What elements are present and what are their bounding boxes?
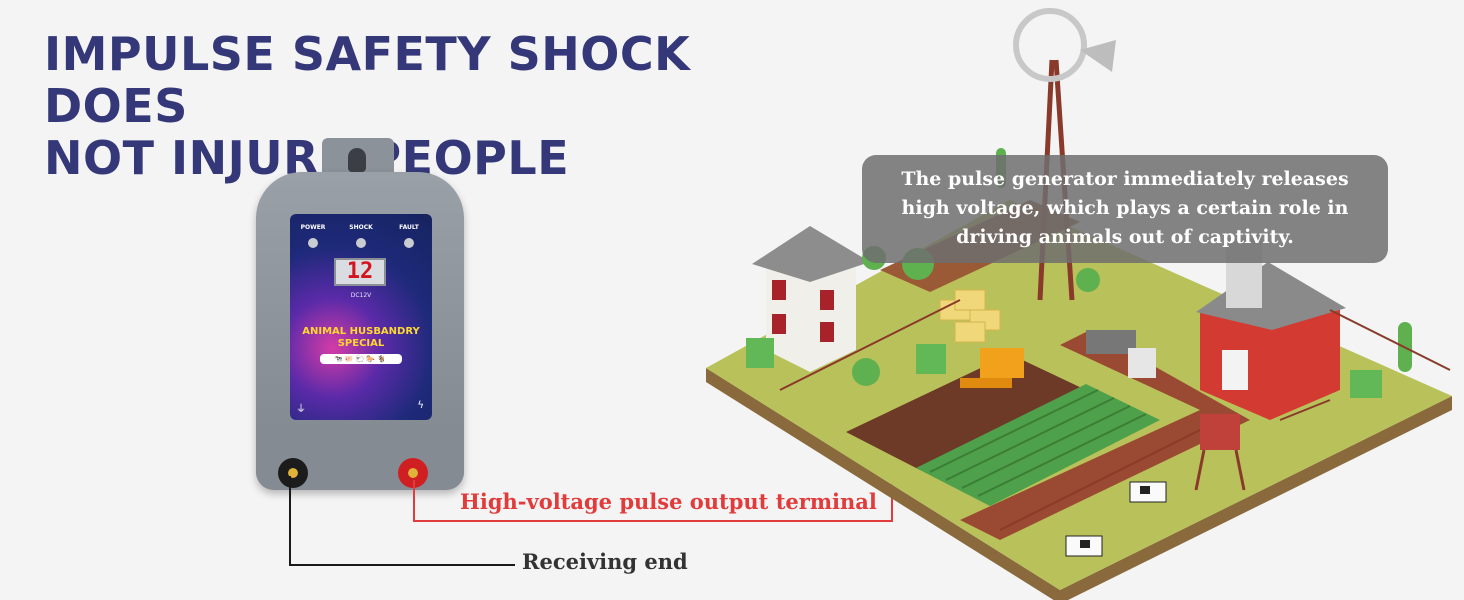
truck-icon: [1086, 330, 1156, 378]
hay-bales-icon: [939, 289, 1001, 343]
receiving-terminal: [278, 458, 308, 488]
crop-rows: [929, 389, 1147, 497]
barn-icon: [1196, 262, 1346, 420]
brand-label: ANIMAL HUSBANDRY SPECIAL: [290, 326, 432, 350]
animal-silhouettes-icon: 🐄🐖🐑🐎🐐: [320, 354, 402, 364]
brand-line-2: SPECIAL: [337, 338, 385, 349]
power-led: [308, 238, 318, 248]
led-label-fault: FAULT: [399, 224, 419, 231]
water-tower-icon: [1194, 414, 1246, 491]
headline-line-1: IMPULSE SAFETY SHOCK DOES: [44, 27, 691, 133]
ground-icon: ⏚: [296, 404, 306, 415]
output-leader-line-left: [413, 480, 415, 522]
fence-energizer-device: POWER SHOCK FAULT 12 DC12V ANIMAL HUSBAN…: [256, 138, 464, 498]
green-field: [916, 384, 1160, 506]
farm-illustration: [706, 8, 1452, 600]
digital-display: 12: [334, 258, 386, 286]
receiving-leader-line-vertical: [289, 476, 291, 566]
front-panel: POWER SHOCK FAULT 12 DC12V ANIMAL HUSBAN…: [290, 214, 432, 420]
voltage-label: DC12V: [350, 292, 372, 299]
led-label-shock: SHOCK: [349, 224, 373, 231]
fence-icon: [779, 299, 1451, 531]
cow-icon: [1065, 481, 1167, 557]
mount-hole: [348, 148, 366, 172]
brand-line-1: ANIMAL HUSBANDRY: [302, 326, 420, 337]
receiving-leader-line-horizontal: [289, 564, 515, 566]
harvester-icon: [960, 348, 1024, 388]
shock-led: [356, 238, 366, 248]
output-leader-line-horizontal: [413, 520, 893, 522]
plowed-field: [846, 354, 1086, 470]
headline: IMPULSE SAFETY SHOCK DOES NOT INJURE PEO…: [44, 28, 824, 184]
receiving-end-label: Receiving end: [522, 549, 688, 574]
farm-road-2: [960, 330, 1250, 540]
description-callout: The pulse generator immediately releases…: [862, 155, 1388, 263]
house-icon: [752, 226, 870, 372]
led-label-power: POWER: [300, 224, 326, 231]
lightning-bolt-icon: ϟ: [417, 400, 424, 411]
fault-led: [404, 238, 414, 248]
output-terminal-label: High-voltage pulse output terminal: [460, 489, 877, 514]
